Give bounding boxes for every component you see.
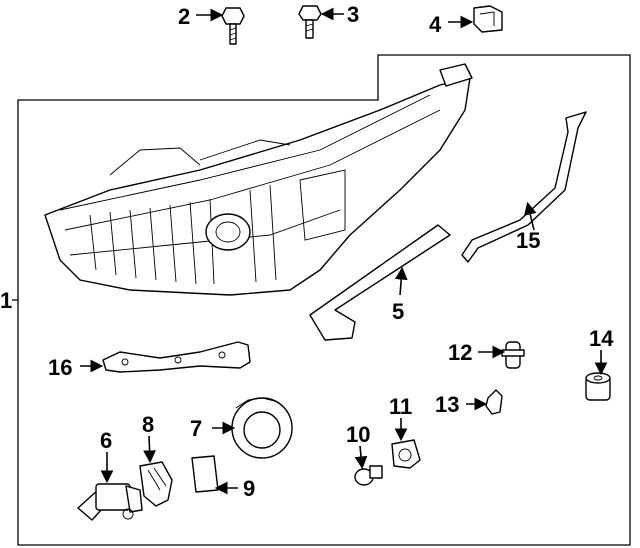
socket-icon [139,461,173,507]
callout-10-arrow [354,445,368,470]
assembly-frame [17,54,631,546]
callout-5: 5 [392,299,404,324]
callout-13: 13 [435,392,459,417]
callout-8: 8 [142,412,154,437]
callout-3: 3 [347,2,359,27]
callout-7: 7 [190,416,202,441]
bushing-icon [585,372,611,401]
callout-6: 6 [100,428,112,453]
callout-1: 1 [0,288,12,313]
callout-8-arrow [143,435,156,464]
callout-10: 10 [346,422,370,447]
small-bulb-icon [354,465,383,486]
plate-icon [191,455,219,493]
callout-9: 9 [243,476,255,501]
socket-ring-icon [231,397,293,459]
callout-16: 16 [48,355,72,380]
screw-icon [298,5,322,39]
bracket-icon [102,341,251,373]
bolt-icon [221,7,245,45]
headlamp-bulb-icon [77,483,143,521]
clip-icon [473,5,503,33]
callout-5-arrow [394,266,408,296]
headlamp-assembly-icon [44,63,473,296]
trim-strip-icon [309,224,451,341]
callout-4: 4 [429,12,442,37]
cap-icon [485,389,503,415]
callout-12: 12 [448,340,472,365]
callout-15-arrow [524,201,537,231]
bulb-socket-icon [391,439,421,469]
callout-2: 2 [178,4,190,29]
seal-strip-icon [461,111,587,263]
callout-14: 14 [589,326,614,351]
callout-15: 15 [516,228,540,253]
bulb-icon [501,341,525,369]
callout-11: 11 [389,394,412,419]
